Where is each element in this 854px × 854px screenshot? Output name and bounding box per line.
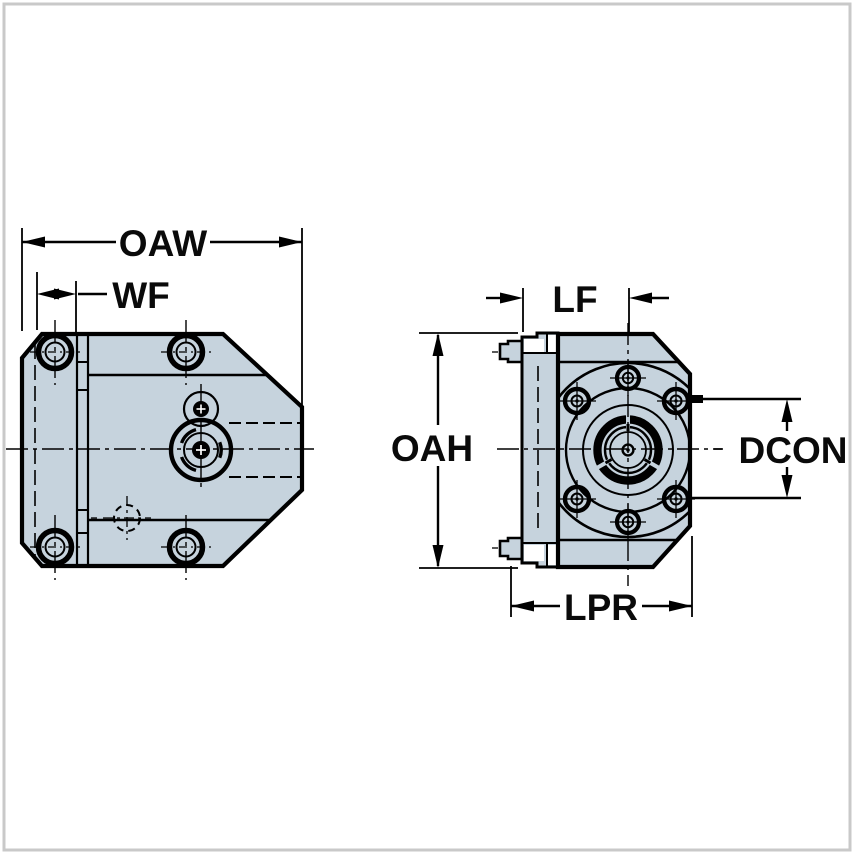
arrowhead-right [279, 236, 302, 248]
clamp-slot [75, 334, 90, 566]
front-view-body [19, 331, 305, 569]
side-view [492, 323, 723, 586]
clamp-tab-top [498, 339, 524, 364]
dimension-label-oah: OAH [391, 428, 473, 469]
flange-relief-bottom2 [546, 545, 557, 565]
arrowhead-left [37, 288, 59, 300]
dimension-oaw: OAW [21, 223, 303, 410]
arrowhead-left [22, 236, 45, 248]
arrowhead-right [54, 288, 76, 300]
face-screw [558, 382, 596, 420]
face-screw [657, 382, 695, 420]
upper-bore [182, 390, 220, 428]
dimension-lf: LF [486, 279, 669, 332]
side-view-body [555, 331, 693, 570]
arrowhead-left [511, 600, 534, 612]
dimension-label-wf: WF [112, 275, 170, 316]
mounting-flange [520, 331, 560, 569]
dimension-label-lpr: LPR [564, 587, 638, 628]
face-screw [558, 480, 596, 518]
locating-pin [691, 395, 703, 403]
front-view [6, 320, 314, 580]
clamp-tab-bottom [498, 536, 524, 561]
dimension-label-oaw: OAW [119, 223, 207, 264]
face-screw [657, 480, 695, 518]
dimension-label-lf: LF [552, 279, 597, 320]
corner-screw [35, 527, 75, 567]
arrowhead-up [432, 333, 444, 356]
reference-crosshair [91, 496, 151, 540]
dimension-lpr: LPR [510, 536, 693, 628]
corner-screw [166, 527, 206, 567]
dimension-oah: OAH [391, 332, 518, 569]
flange-relief-bottom [524, 545, 544, 561]
flange-relief-top [524, 339, 544, 352]
corner-screw [166, 332, 206, 372]
arrowhead-down [432, 545, 444, 568]
arrowhead-right [669, 600, 692, 612]
corner-screw [35, 332, 75, 372]
dimension-dcon: DCON [690, 397, 848, 500]
main-bore [168, 417, 234, 483]
arrowhead-up [781, 399, 793, 422]
dimension-label-dcon: DCON [739, 430, 848, 471]
flange-relief-top2 [546, 335, 557, 352]
arrowhead-right [629, 292, 652, 304]
dimension-wf: WF [36, 272, 170, 333]
arrowhead-left [500, 292, 523, 304]
arrowhead-down [781, 475, 793, 498]
